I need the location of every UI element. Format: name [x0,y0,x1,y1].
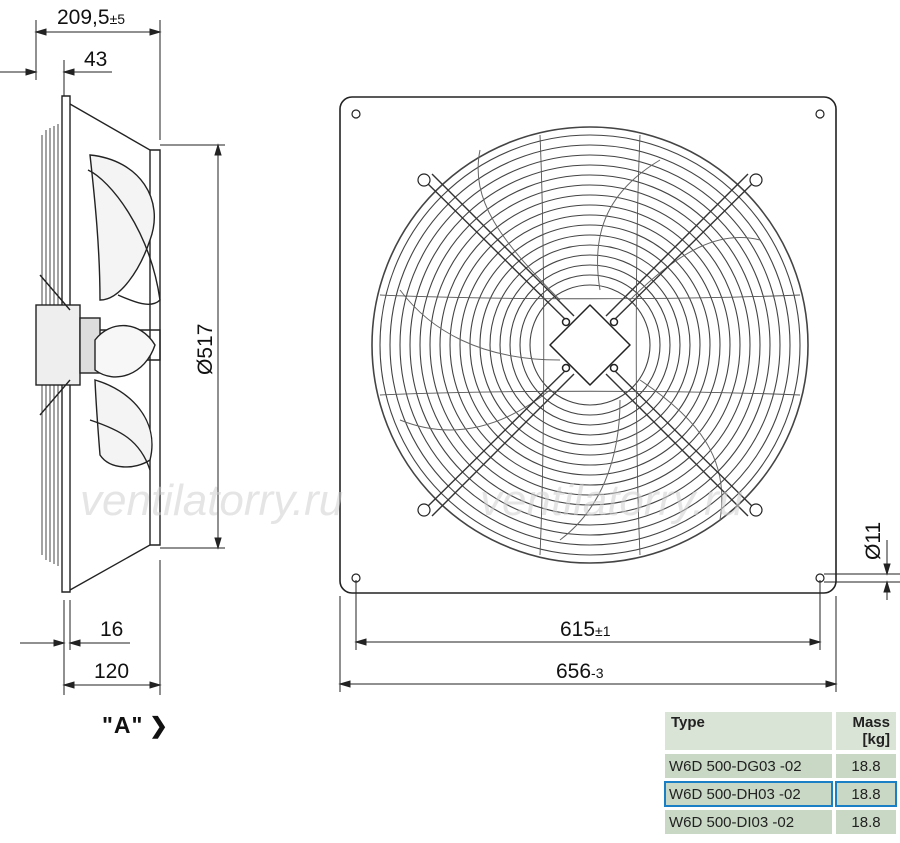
header-mass: Mass [kg] [836,712,896,750]
header-type: Type [665,712,832,750]
row-mass: 18.8 [836,754,896,778]
row-type: W6D 500-DH03 -02 [664,781,833,807]
view-a-text: "A" [102,712,144,738]
side-view [35,95,161,593]
dim-frame-width: 656-3 [556,660,604,683]
guard-struts [423,173,757,517]
fan-blades [399,149,761,541]
header-mass-label: Mass [852,714,890,731]
dim-flange: 16 [100,618,123,641]
dim-hole-spacing: 615±1 [560,618,611,641]
spec-table: Type Mass [kg] W6D 500-DG03 -02 18.8 W6D… [664,708,897,838]
row-mass: 18.8 [835,781,897,807]
front-dimensions [338,540,900,692]
view-a-label: "A"❯ [102,712,169,739]
header-mass-unit: [kg] [862,731,891,748]
table-row[interactable]: W6D 500-DI03 -02 18.8 [665,810,896,834]
watermark-left: ventilatorry.ru [80,476,343,525]
dim-depth: 120 [94,660,129,683]
dim-hole-diameter: Ø11 [862,522,885,560]
guard-ribs [379,134,801,556]
guard-rings [371,126,809,564]
row-gap [832,810,836,834]
mounting-holes [351,109,825,583]
front-view [339,96,837,594]
chevron-right-icon: ❯ [149,713,169,738]
strut-bolts [417,173,763,517]
watermark-right: ventilatorry.ru [480,476,743,525]
header-gap [832,712,836,750]
row-gap [832,782,836,806]
dim-motor-offset: 43 [84,48,107,71]
spec-table-header: Type Mass [kg] [665,712,896,750]
row-type: W6D 500-DI03 -02 [665,810,832,834]
motor-hub [549,304,631,386]
row-mass: 18.8 [836,810,896,834]
dim-overall-depth: 209,5±5 [57,6,125,29]
table-row[interactable]: W6D 500-DG03 -02 18.8 [665,754,896,778]
table-row-selected[interactable]: W6D 500-DH03 -02 18.8 [664,781,897,807]
row-type: W6D 500-DG03 -02 [665,754,832,778]
row-gap [832,754,836,778]
dim-diameter: Ø517 [194,324,217,375]
side-dimensions [0,20,225,695]
